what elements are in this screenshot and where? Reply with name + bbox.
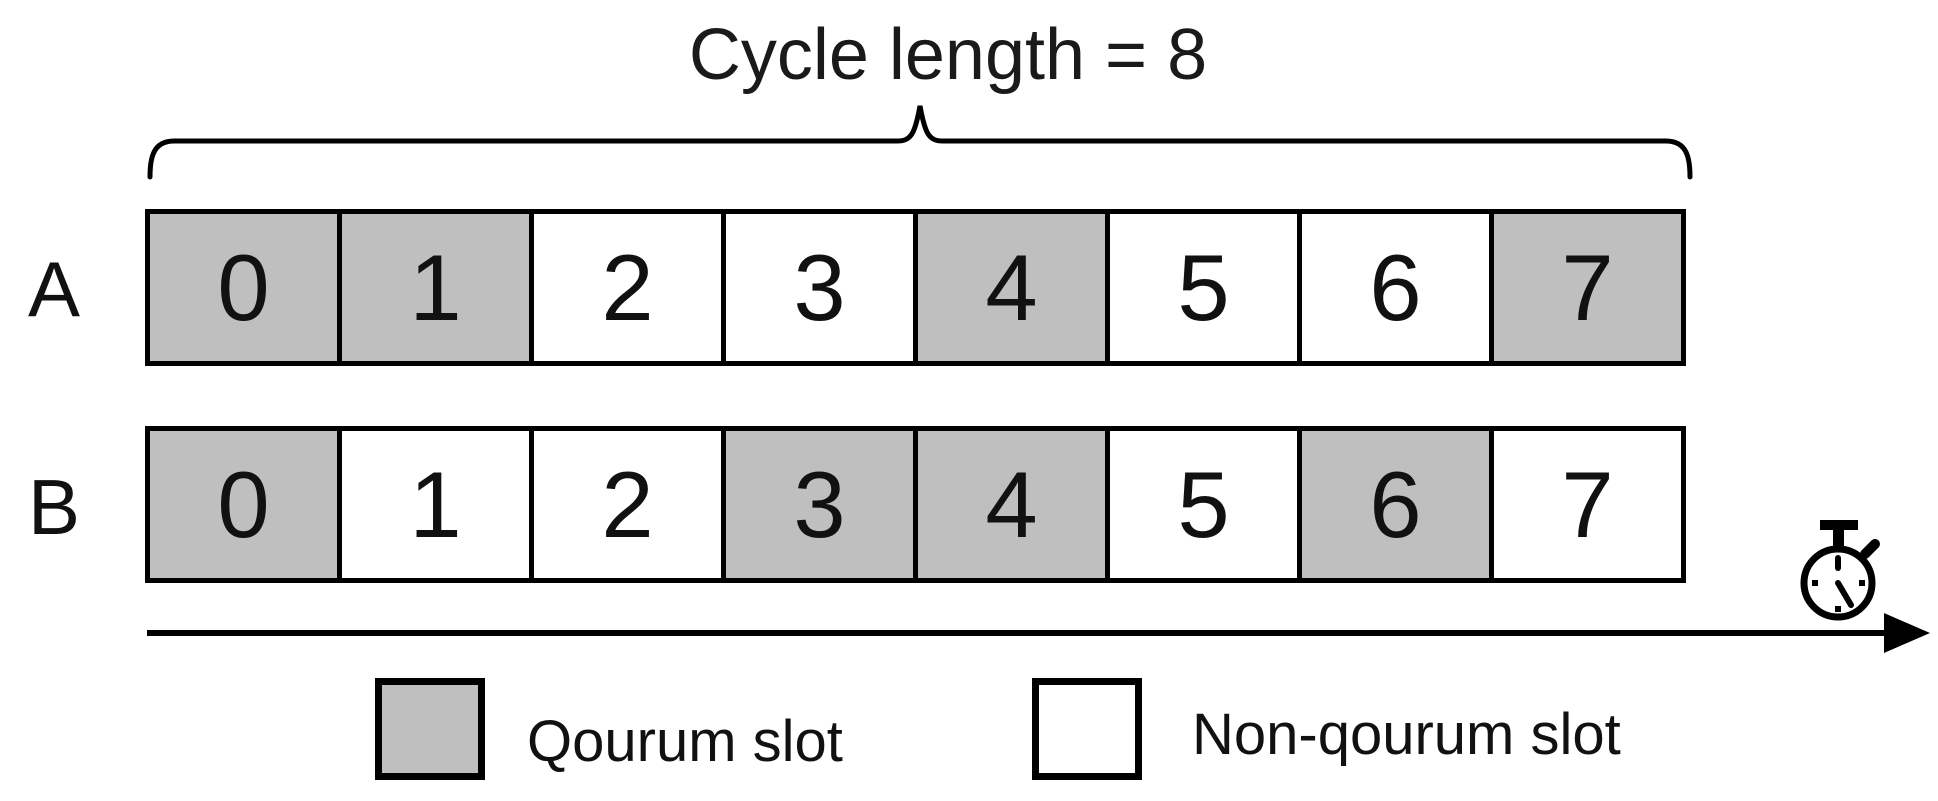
legend-label-non-quorum: Non-qourum slot [1192,702,1621,767]
slot-a-4: 4 [913,209,1110,366]
slot-a-7: 7 [1489,209,1686,366]
slot-b-2: 2 [529,426,726,583]
legend-swatch-quorum [375,678,485,780]
slot-a-5: 5 [1105,209,1302,366]
slot-a-1: 1 [337,209,534,366]
slot-b-3: 3 [721,426,918,583]
row-label-b: B [27,463,81,551]
slot-b-0: 0 [145,426,342,583]
diagram-title: Cycle length = 8 [688,15,1208,95]
slot-a-3: 3 [721,209,918,366]
slot-row-a: 0 1 2 3 4 5 6 7 [145,209,1693,366]
slot-row-b: 0 1 2 3 4 5 6 7 [145,426,1693,583]
slot-b-4: 4 [913,426,1110,583]
legend-label-quorum: Qourum slot [527,709,843,774]
slot-b-7: 7 [1489,426,1686,583]
stopwatch-icon [1800,520,1880,621]
row-label-a: A [27,245,81,333]
slot-b-6: 6 [1297,426,1494,583]
cycle-brace [147,105,1693,180]
slot-a-2: 2 [529,209,726,366]
slot-b-1: 1 [337,426,534,583]
legend-swatch-non-quorum [1032,678,1142,780]
slot-a-6: 6 [1297,209,1494,366]
